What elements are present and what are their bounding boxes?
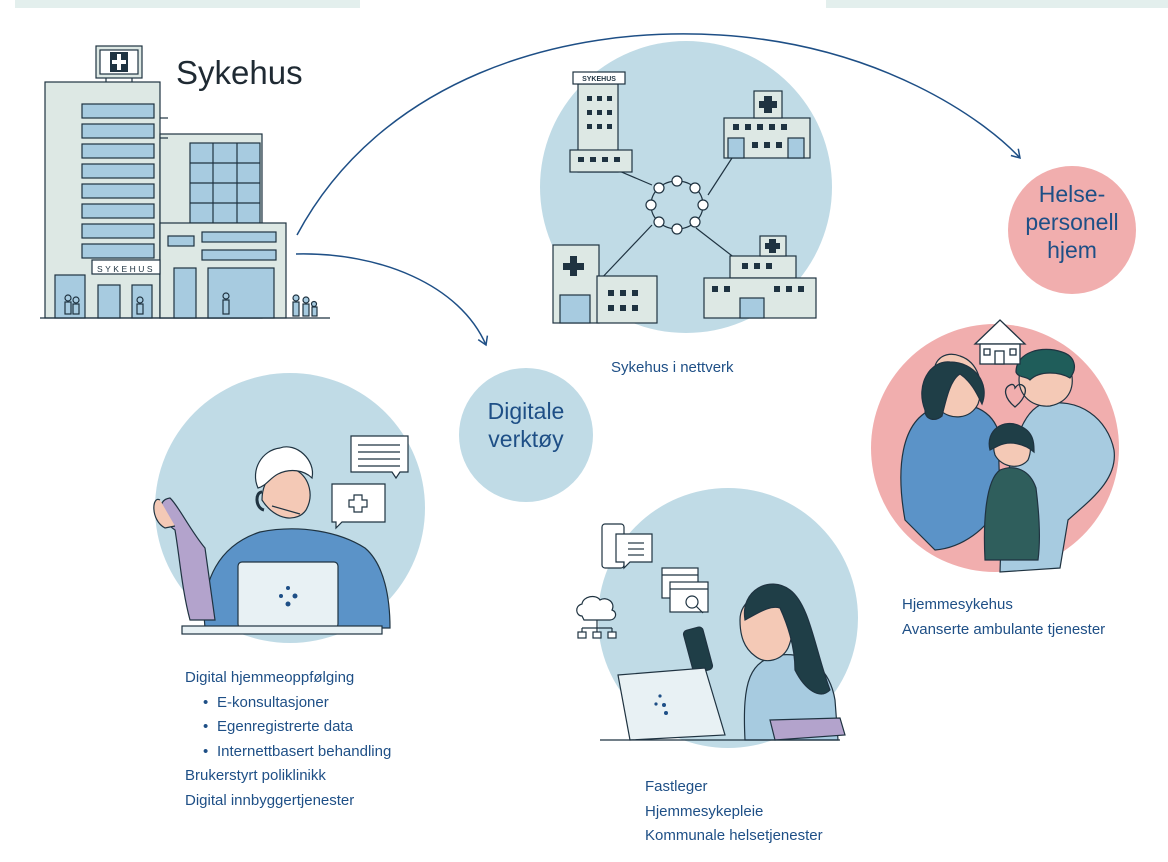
digital-followup-heading: Digital hjemmeoppfølging — [185, 669, 355, 686]
arrow-to-digital-tools — [295, 253, 489, 347]
network-caption: Sykehus i nettverk — [611, 359, 734, 376]
municipal-laptop-dots — [654, 694, 668, 715]
home-care-bubble — [1008, 166, 1136, 294]
digital-tools-line-2: verktøy — [488, 426, 564, 452]
hospital-network — [552, 71, 817, 324]
list-item: E-konsultasjoner — [185, 691, 391, 716]
network-tower-sign: SYKEHUS — [582, 76, 616, 83]
cloud-network-icon — [576, 595, 617, 639]
list-item: Hjemmesykehus — [902, 596, 1013, 613]
top-strip-right — [826, 0, 1168, 8]
hospital-title: Sykehus — [176, 54, 303, 91]
list-item: Avanserte ambulante tjenester — [902, 620, 1106, 638]
browser-search-icon — [661, 567, 709, 614]
heart-icon — [1004, 383, 1026, 408]
digital-tools-line-1: Digitale — [487, 398, 565, 424]
arrow-to-home-care — [296, 33, 1021, 236]
municipal-illustration — [600, 583, 846, 741]
list-item: Egenregistrerte data — [185, 715, 391, 740]
digital-tools-bubble — [459, 368, 593, 502]
medical-chat-icon — [331, 483, 386, 530]
home-care-list: Hjemmesykehus Avanserte ambulante tjenes… — [902, 593, 1105, 642]
list-item: Digital innbyggertjenester — [185, 791, 355, 809]
laptop-logo-dots — [279, 586, 298, 607]
list-item: Internettbasert behandling — [185, 740, 391, 765]
house-icon — [973, 319, 1027, 365]
list-item: Brukerstyrt poliklinikk — [185, 767, 326, 784]
call-center-illustration — [153, 446, 391, 635]
municipal-list: Fastleger Hjemmesykepleie Kommunale hels… — [645, 775, 823, 849]
family-illustration — [900, 348, 1115, 573]
digital-tools-label: Digitale verktøy — [459, 397, 593, 453]
phone-chat-icon — [601, 523, 653, 570]
top-strip-left — [15, 0, 360, 8]
home-care-line-1: Helse- — [1038, 181, 1106, 207]
hospital-cross-icon — [110, 52, 128, 72]
home-care-line-2: personell — [1025, 209, 1119, 235]
digital-followup-list: Digital hjemmeoppfølging E-konsultasjone… — [185, 666, 391, 813]
list-item: Hjemmesykepleie — [645, 802, 764, 820]
list-item: Fastleger — [645, 778, 708, 795]
chat-icon — [350, 435, 409, 480]
home-care-label: Helse- personell hjem — [1008, 180, 1136, 264]
hospital-sign: SYKEHUS — [97, 264, 155, 274]
list-item: Kommunale helsetjenester — [645, 827, 823, 844]
home-care-line-3: hjem — [1047, 237, 1097, 263]
hospital-illustration — [40, 45, 330, 319]
